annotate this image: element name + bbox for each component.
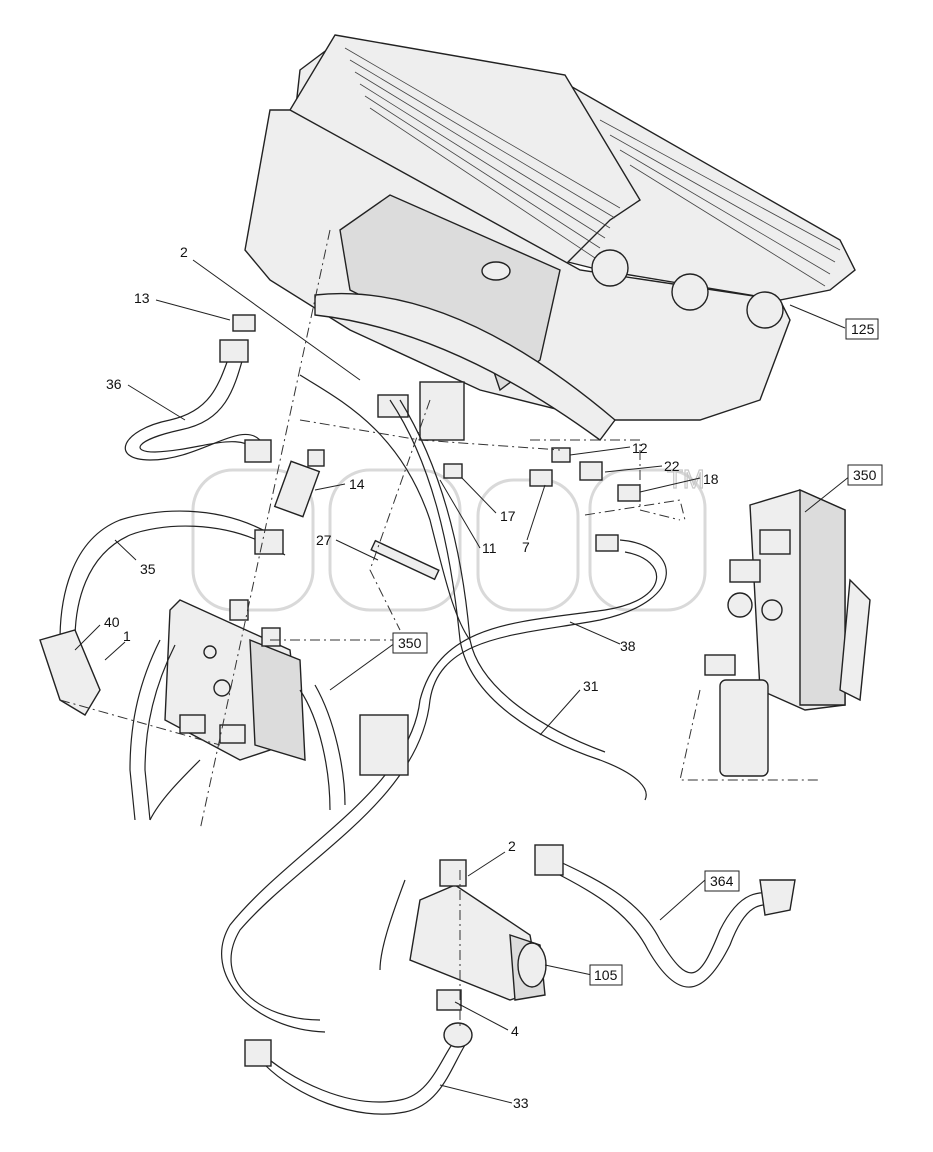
callout-7: 7 bbox=[522, 539, 530, 555]
callout-36: 36 bbox=[106, 376, 122, 392]
callout-33: 33 bbox=[513, 1095, 529, 1111]
callout-125: 125 bbox=[851, 321, 875, 337]
fitting-27 bbox=[370, 539, 440, 581]
callout-31: 31 bbox=[583, 678, 599, 694]
callout-11: 11 bbox=[482, 540, 497, 556]
watermark-logo: TM bbox=[191, 463, 707, 612]
callout-18: 18 bbox=[703, 471, 719, 487]
callout-38: 38 bbox=[620, 638, 636, 654]
callout-364: 364 bbox=[710, 873, 734, 889]
callout-14: 14 bbox=[349, 476, 365, 492]
callout-350-mid: 350 bbox=[398, 635, 422, 651]
callout-2-top: 2 bbox=[180, 244, 188, 260]
gearbox-105 bbox=[379, 859, 547, 1011]
callout-12: 12 bbox=[632, 440, 648, 456]
filter-14 bbox=[273, 449, 325, 518]
watermark-tm: TM bbox=[667, 464, 705, 494]
leader-lines bbox=[74, 259, 851, 1104]
callout-105-box bbox=[589, 964, 623, 986]
hose-36 bbox=[124, 314, 272, 463]
valve-block-350-right bbox=[704, 488, 871, 777]
callout-105: 105 bbox=[594, 967, 618, 983]
hose-364 bbox=[534, 844, 796, 988]
callout-13: 13 bbox=[134, 290, 150, 306]
fittings-cluster bbox=[443, 447, 641, 552]
callout-1: 1 bbox=[123, 628, 131, 644]
callout-350-right: 350 bbox=[853, 467, 877, 483]
callout-22: 22 bbox=[664, 458, 680, 474]
assembly-centerlines bbox=[59, 229, 820, 1030]
callout-2-bottom: 2 bbox=[508, 838, 516, 854]
hose-11-31 bbox=[221, 374, 667, 1033]
callout-350-mid-box bbox=[392, 632, 428, 654]
callout-350-right-box bbox=[847, 464, 883, 486]
callout-40: 40 bbox=[104, 614, 120, 630]
callout-27: 27 bbox=[316, 532, 332, 548]
callout-125-box bbox=[845, 318, 879, 340]
radiator-fins bbox=[344, 47, 841, 287]
callout-364-box bbox=[704, 870, 740, 892]
callout-17: 17 bbox=[500, 508, 516, 524]
valve-block-350-left bbox=[129, 599, 409, 821]
cooler-assembly bbox=[244, 34, 856, 441]
callout-35: 35 bbox=[140, 561, 156, 577]
hose-33 bbox=[244, 1022, 473, 1115]
callout-4: 4 bbox=[511, 1023, 519, 1039]
hose-35 bbox=[39, 510, 286, 716]
callouts: 2 13 36 125 12 22 18 350 14 17 7 27 11 3… bbox=[104, 244, 883, 1111]
